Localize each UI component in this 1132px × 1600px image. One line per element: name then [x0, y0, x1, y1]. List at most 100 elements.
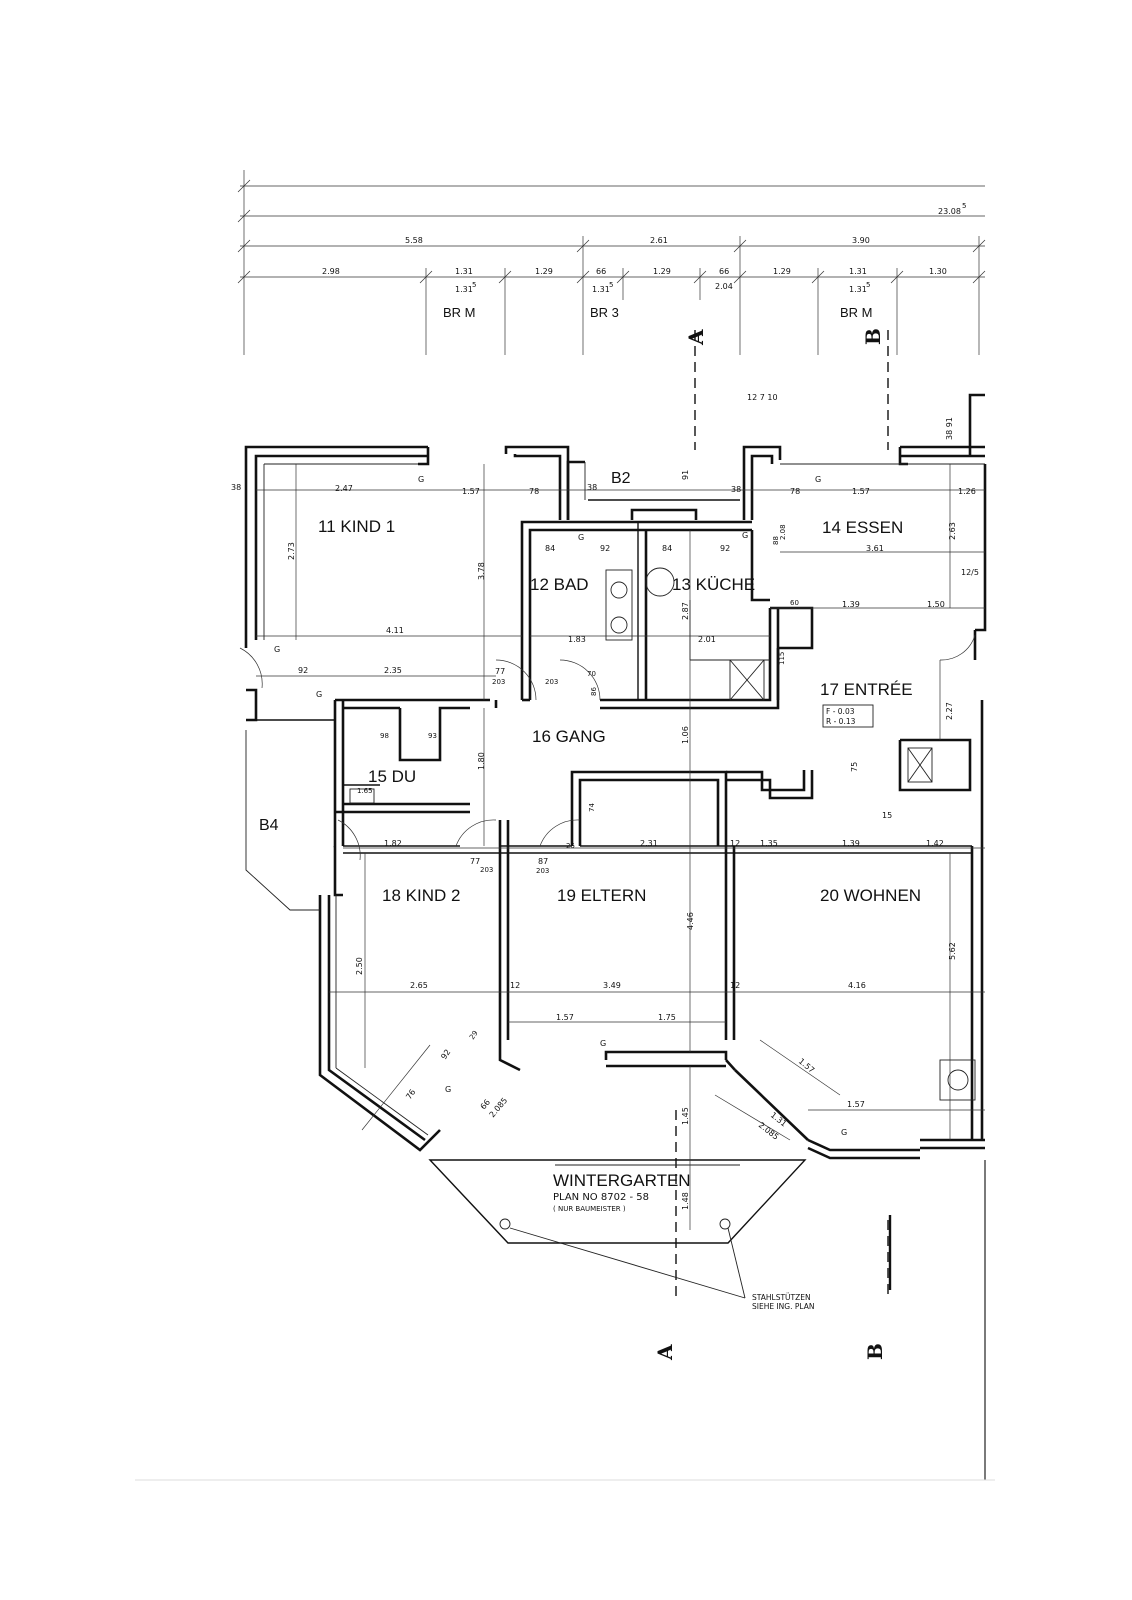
- room-kind-2: 18 KIND 2: [382, 886, 460, 905]
- dim-92-a: 92: [298, 666, 308, 675]
- dim-70: 70: [587, 670, 596, 678]
- section-a-top: A: [684, 329, 708, 346]
- walls: [244, 393, 987, 1299]
- room-wintergarten: WINTERGARTEN: [553, 1171, 691, 1190]
- steel-note-line1: STAHLSTÜTZEN: [752, 1293, 811, 1302]
- dimension-chains-top: 23.08 5 5.58 2.61 3.90 2.98 1.31 1.29 66…: [237, 170, 986, 355]
- dim-84-b: 84: [662, 544, 672, 553]
- dim-38-b: 38: [231, 483, 241, 492]
- steel-note-line2: SIEHE ING. PLAN: [752, 1302, 815, 1311]
- dim-2-87: 2.87: [681, 602, 690, 620]
- dim-91: 91: [681, 470, 690, 480]
- dim-1-31: 1.31: [769, 1110, 789, 1128]
- dim-12-5: 12/5: [961, 568, 979, 577]
- section-b-bottom: B: [863, 1343, 887, 1360]
- dim-88: 88: [772, 536, 780, 545]
- dim-2-31: 2.31: [640, 839, 658, 848]
- label-br-m-left: BR M: [443, 305, 476, 320]
- dim-78-b: 78: [790, 487, 800, 496]
- label-br-3: BR 3: [590, 305, 619, 320]
- dim-1-48: 1.48: [681, 1192, 690, 1210]
- dim-1-39-a: 1.39: [842, 600, 860, 609]
- dim-87: 87: [538, 857, 548, 866]
- room-gang: 16 GANG: [532, 727, 606, 746]
- label-b4: B4: [259, 817, 279, 834]
- dim-12-a: 12: [510, 981, 520, 990]
- dim-4-11: 4.11: [386, 626, 404, 635]
- dim-overall: 23.08: [938, 207, 961, 216]
- dim-2-50: 2.50: [355, 957, 364, 975]
- dim-5-62: 5.62: [948, 942, 957, 960]
- section-marks: A B A B: [653, 328, 892, 1361]
- dim-row2-1: 5.58: [405, 236, 423, 245]
- dim-3-49: 3.49: [603, 981, 621, 990]
- dim-38-a: 38: [587, 483, 597, 492]
- dim-92-b: 92: [600, 544, 610, 553]
- dim-1-65: 1.65: [357, 787, 373, 795]
- room-du: 15 DU: [368, 767, 416, 786]
- label-br-m-right: BR M: [840, 305, 873, 320]
- room-bad: 12 BAD: [530, 575, 589, 594]
- dim-3-78: 3.78: [477, 562, 486, 580]
- entree-raw-level: R - 0.13: [826, 717, 856, 726]
- mark-g-2: G: [815, 475, 821, 484]
- dim-row3-3: 1.29: [535, 267, 553, 276]
- room-essen: 14 ESSEN: [822, 518, 903, 537]
- dim-4-46: 4.46: [686, 912, 695, 930]
- dim-78-a: 78: [529, 487, 539, 496]
- mark-g-9: G: [445, 1085, 451, 1094]
- dim-row3b-2: 1.31: [592, 285, 610, 294]
- dim-12-7-10: 12 7 10: [747, 393, 778, 402]
- dim-row3-5: 1.29: [653, 267, 671, 276]
- dim-row3-8: 1.31: [849, 267, 867, 276]
- dim-98: 98: [380, 732, 389, 740]
- dim-29: 29: [468, 1029, 480, 1041]
- dim-1-26: 1.26: [958, 487, 976, 496]
- room-entree: 17 ENTRÉE: [820, 680, 913, 699]
- dim-row3-6: 66: [719, 267, 729, 276]
- dim-203-b: 203: [536, 867, 549, 875]
- dim-76: 76: [404, 1088, 417, 1102]
- dim-1-35: 1.35: [760, 839, 778, 848]
- dim-2-27: 2.27: [945, 702, 954, 720]
- dim-2-085-b: 2.085: [488, 1096, 510, 1119]
- dim-203-d: 203: [545, 678, 558, 686]
- interior-dimension-lines: [256, 464, 985, 1230]
- dim-115: 115: [778, 652, 786, 665]
- dim-2-65: 2.65: [410, 981, 428, 990]
- label-b2: B2: [611, 470, 631, 487]
- room-wohnen: 20 WOHNEN: [820, 886, 921, 905]
- dim-12-c: 12: [730, 839, 740, 848]
- mark-g-4: G: [742, 531, 748, 540]
- dim-2-01: 2.01: [698, 635, 716, 644]
- dim-row3-1: 2.98: [322, 267, 340, 276]
- dim-row3b-3: 2.04: [715, 282, 733, 291]
- dim-1-57-a: 1.57: [462, 487, 480, 496]
- mark-g-8: G: [841, 1128, 847, 1137]
- dim-92-d: 92: [720, 544, 730, 553]
- wintergarten-sub: ( NUR BAUMEISTER ): [553, 1205, 626, 1213]
- dim-203-c: 203: [492, 678, 505, 686]
- dim-38-c: 38: [731, 485, 741, 494]
- dim-38-91: 38 91: [945, 417, 954, 440]
- dim-12-b: 12: [730, 981, 740, 990]
- room-kueche: 13 KÜCHE: [672, 575, 755, 594]
- dim-4-16: 4.16: [848, 981, 866, 990]
- dim-2-35: 2.35: [384, 666, 402, 675]
- wintergarten-plan-no: PLAN NO 8702 - 58: [553, 1192, 649, 1203]
- dim-60: 60: [790, 599, 799, 607]
- dim-2-47: 2.47: [335, 484, 353, 493]
- dim-77-b: 77: [495, 667, 505, 676]
- dim-sup-1: 5: [472, 281, 476, 289]
- section-b-top: B: [861, 328, 885, 345]
- dim-3-61: 3.61: [866, 544, 884, 553]
- dim-15: 15: [882, 811, 892, 820]
- dim-74: 74: [588, 803, 596, 812]
- dim-92-c: 92: [439, 1048, 452, 1062]
- dim-2-63: 2.63: [948, 522, 957, 540]
- dim-1-83: 1.83: [568, 635, 586, 644]
- dim-84-a: 84: [545, 544, 555, 553]
- dim-sup-3: 5: [866, 281, 870, 289]
- dim-row3-7: 1.29: [773, 267, 791, 276]
